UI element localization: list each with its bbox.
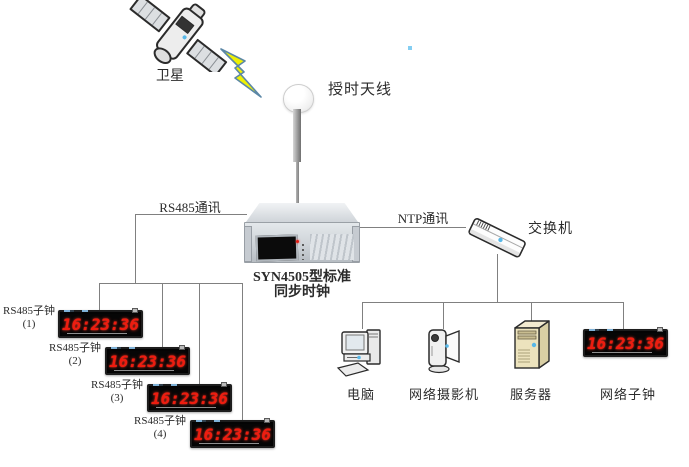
rs485-comm-label: RS485通讯: [159, 200, 221, 215]
rs485-clock-1-label: RS485子钟 (1): [0, 305, 58, 331]
clock-4-reflection: [199, 443, 260, 444]
camera-label: 网络摄影机: [408, 387, 479, 402]
network-clock-time: 16:23:36: [586, 333, 665, 353]
sync-clock-device-icon: [244, 203, 360, 263]
server-icon: [514, 320, 550, 369]
satellite-icon: [129, 0, 228, 72]
device-power-led: [296, 240, 299, 243]
rs485-clock-2-label: RS485子钟 (2): [46, 342, 104, 368]
rs485-bus-line: [99, 283, 243, 284]
timing-antenna-mast: [293, 109, 301, 162]
timing-antenna-cable: [296, 162, 299, 204]
rs485-clock-4-name: RS485子钟: [134, 415, 186, 427]
rs485-clock-4-label: RS485子钟 (4): [131, 415, 189, 441]
ntp-line: [360, 227, 466, 228]
device-vent-slots: [310, 234, 354, 260]
rs485-clock-1-number: (1): [22, 318, 36, 330]
rs485-clock-3-name: RS485子钟: [91, 379, 143, 391]
rs485-clock-1-name: RS485子钟: [3, 305, 55, 317]
rs485-drop-line-2: [162, 283, 163, 348]
clock-4-time: 16:23:36: [193, 424, 272, 444]
digital-clock-1: 16:23:36: [58, 308, 143, 338]
digital-clock-4: 16:23:36: [190, 418, 275, 448]
rs485-drop-line-3: [199, 283, 200, 385]
computer-icon: [336, 329, 381, 377]
switch-label: 交换机: [528, 222, 573, 237]
clock-2-time: 16:23:36: [108, 351, 187, 371]
device-label: SYN4505型标准 同步时钟: [244, 270, 360, 300]
ntp-drop-line-network-clock: [623, 302, 624, 330]
rs485-drop-line-4: [242, 283, 243, 421]
computer-label: 电脑: [346, 387, 375, 402]
rs485-clock-3-label: RS485子钟 (3): [88, 379, 146, 405]
ntp-bus-line: [362, 302, 624, 303]
rs485-clock-3-number: (3): [110, 392, 124, 404]
server-label: 服务器: [509, 387, 552, 402]
ntp-drop-line-camera: [443, 302, 444, 329]
rs485-drop-line-1: [99, 283, 100, 311]
ntp-drop-line-server: [531, 302, 532, 321]
clock-2-reflection: [114, 370, 175, 371]
rs485-clock-4-number: (4): [153, 428, 167, 440]
clock-1-reflection: [67, 333, 128, 334]
ntp-comm-label: NTP通讯: [397, 211, 449, 226]
rs485-clock-2-name: RS485子钟: [49, 342, 101, 354]
digital-clock-3: 16:23:36: [147, 382, 232, 412]
network-clock-reflection: [592, 352, 653, 353]
ntp-drop-line-computer: [362, 302, 363, 329]
device-label-line1: SYN4505型标准: [252, 270, 351, 285]
digital-clock-2: 16:23:36: [105, 345, 190, 375]
network-switch-icon: [468, 218, 526, 258]
device-label-line2: 同步时钟: [274, 285, 330, 300]
clock-3-time: 16:23:36: [150, 388, 229, 408]
rack-ear-left: [244, 226, 252, 262]
network-camera-icon: [428, 329, 460, 374]
network-clock-label: 网络子钟: [599, 387, 656, 402]
rs485-trunk-line-horizontal: [135, 214, 247, 215]
satellite-label: 卫星: [156, 69, 184, 84]
signal-lightning-icon: [220, 48, 262, 98]
antenna-label: 授时天线: [328, 82, 393, 98]
clock-3-reflection: [156, 407, 217, 408]
digital-clock-network: 16:23:36: [583, 327, 668, 357]
device-display-screen: [255, 234, 299, 262]
device-indicator-leds: [302, 244, 304, 260]
blue-dot-artifact: [408, 46, 412, 50]
device-top-face: [246, 203, 358, 222]
rs485-clock-2-number: (2): [68, 355, 82, 367]
switch-drop-line: [497, 254, 498, 302]
clock-1-time: 16:23:36: [61, 314, 140, 334]
timing-antenna-dome-icon: [283, 84, 314, 113]
rs485-trunk-line-vertical: [135, 214, 136, 284]
